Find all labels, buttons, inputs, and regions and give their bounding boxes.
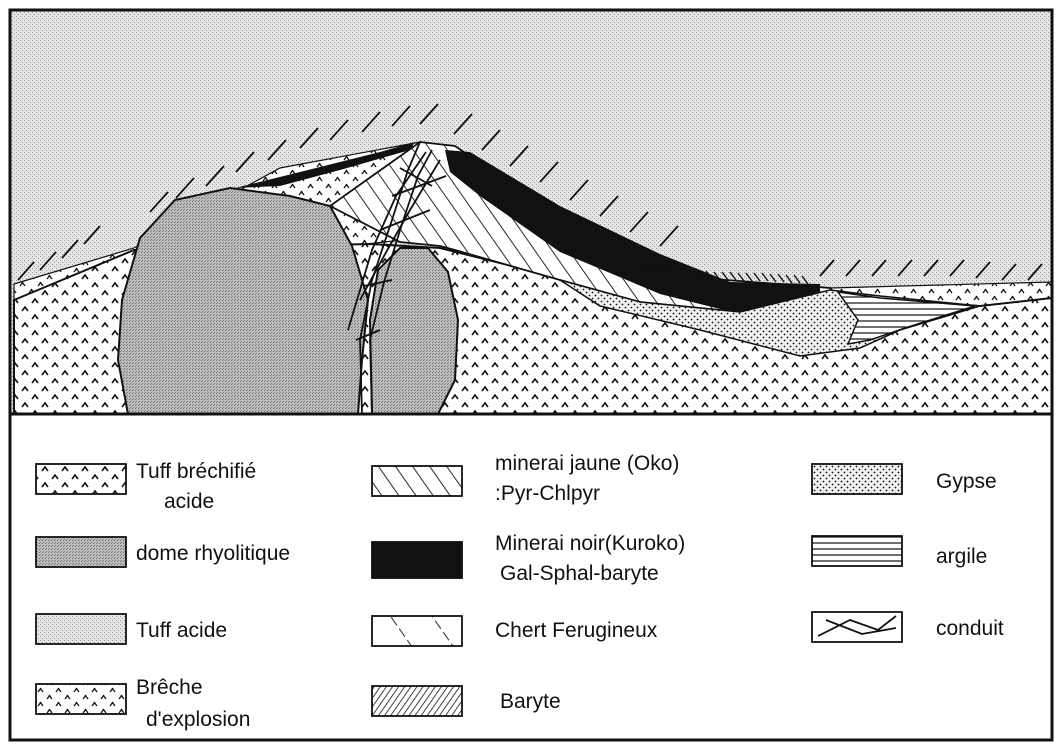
legend-item-gypse: Gypse: [812, 464, 997, 494]
legend-item-tuff-breche: Tuff bréchifié acide: [36, 460, 256, 513]
legend-item-dome: dome rhyolitique: [36, 537, 290, 567]
legend-label-tuff-breche: Tuff bréchifié: [136, 460, 256, 483]
legend-swatch-minerai-noir: [372, 542, 462, 578]
legend-label-minerai-noir-2: Gal-Sphal-baryte: [500, 562, 659, 585]
legend-item-minerai-jaune: minerai jaune (Oko) :Pyr-Chlpyr: [372, 452, 679, 505]
legend-item-chert: Chert Ferugineux: [372, 616, 658, 646]
legend-item-tuff-acide: Tuff acide: [36, 614, 227, 644]
legend-swatch-baryte: [372, 686, 462, 716]
legend-label-tuff-acide: Tuff acide: [136, 619, 227, 642]
legend-label-minerai-jaune: minerai jaune (Oko): [495, 452, 679, 475]
legend-swatch-breche-explosion: [36, 684, 126, 714]
legend-label-argile: argile: [936, 545, 987, 568]
legend-swatch-argile: [812, 536, 902, 566]
legend-swatch-chert: [372, 616, 462, 646]
legend-item-breche-explosion: Brêche d'explosion: [36, 676, 250, 731]
dome-rhyolitique-left: [118, 188, 368, 414]
legend-label-tuff-breche-2: acide: [164, 490, 214, 513]
dome-rhyolitique-right: [370, 248, 458, 414]
cross-section: [10, 10, 1052, 414]
legend-swatch-gypse: [812, 464, 902, 494]
legend-label-gypse: Gypse: [936, 470, 997, 493]
legend-label-breche-explosion-2: d'explosion: [146, 708, 250, 731]
legend-item-minerai-noir: Minerai noir(Kuroko) Gal-Sphal-baryte: [372, 532, 685, 585]
legend-label-chert: Chert Ferugineux: [495, 619, 658, 642]
legend-label-minerai-jaune-2: :Pyr-Chlpyr: [495, 482, 600, 505]
legend-label-breche-explosion: Brêche: [136, 676, 203, 699]
legend-swatch-conduit: [812, 612, 902, 642]
legend-label-baryte: Baryte: [500, 690, 561, 713]
legend-swatch-tuff-breche: [36, 464, 126, 494]
legend-label-dome: dome rhyolitique: [136, 542, 290, 565]
legend-label-minerai-noir: Minerai noir(Kuroko): [495, 532, 685, 555]
legend-item-baryte: Baryte: [372, 686, 561, 716]
legend: Tuff bréchifié acide dome rhyolitique Tu…: [10, 414, 1052, 740]
legend-item-argile: argile: [812, 536, 987, 568]
legend-swatch-tuff-acide: [36, 614, 126, 644]
legend-swatch-dome: [36, 537, 126, 567]
legend-item-conduit: conduit: [812, 612, 1004, 642]
legend-label-conduit: conduit: [936, 617, 1004, 640]
legend-swatch-minerai-jaune: [372, 466, 462, 496]
